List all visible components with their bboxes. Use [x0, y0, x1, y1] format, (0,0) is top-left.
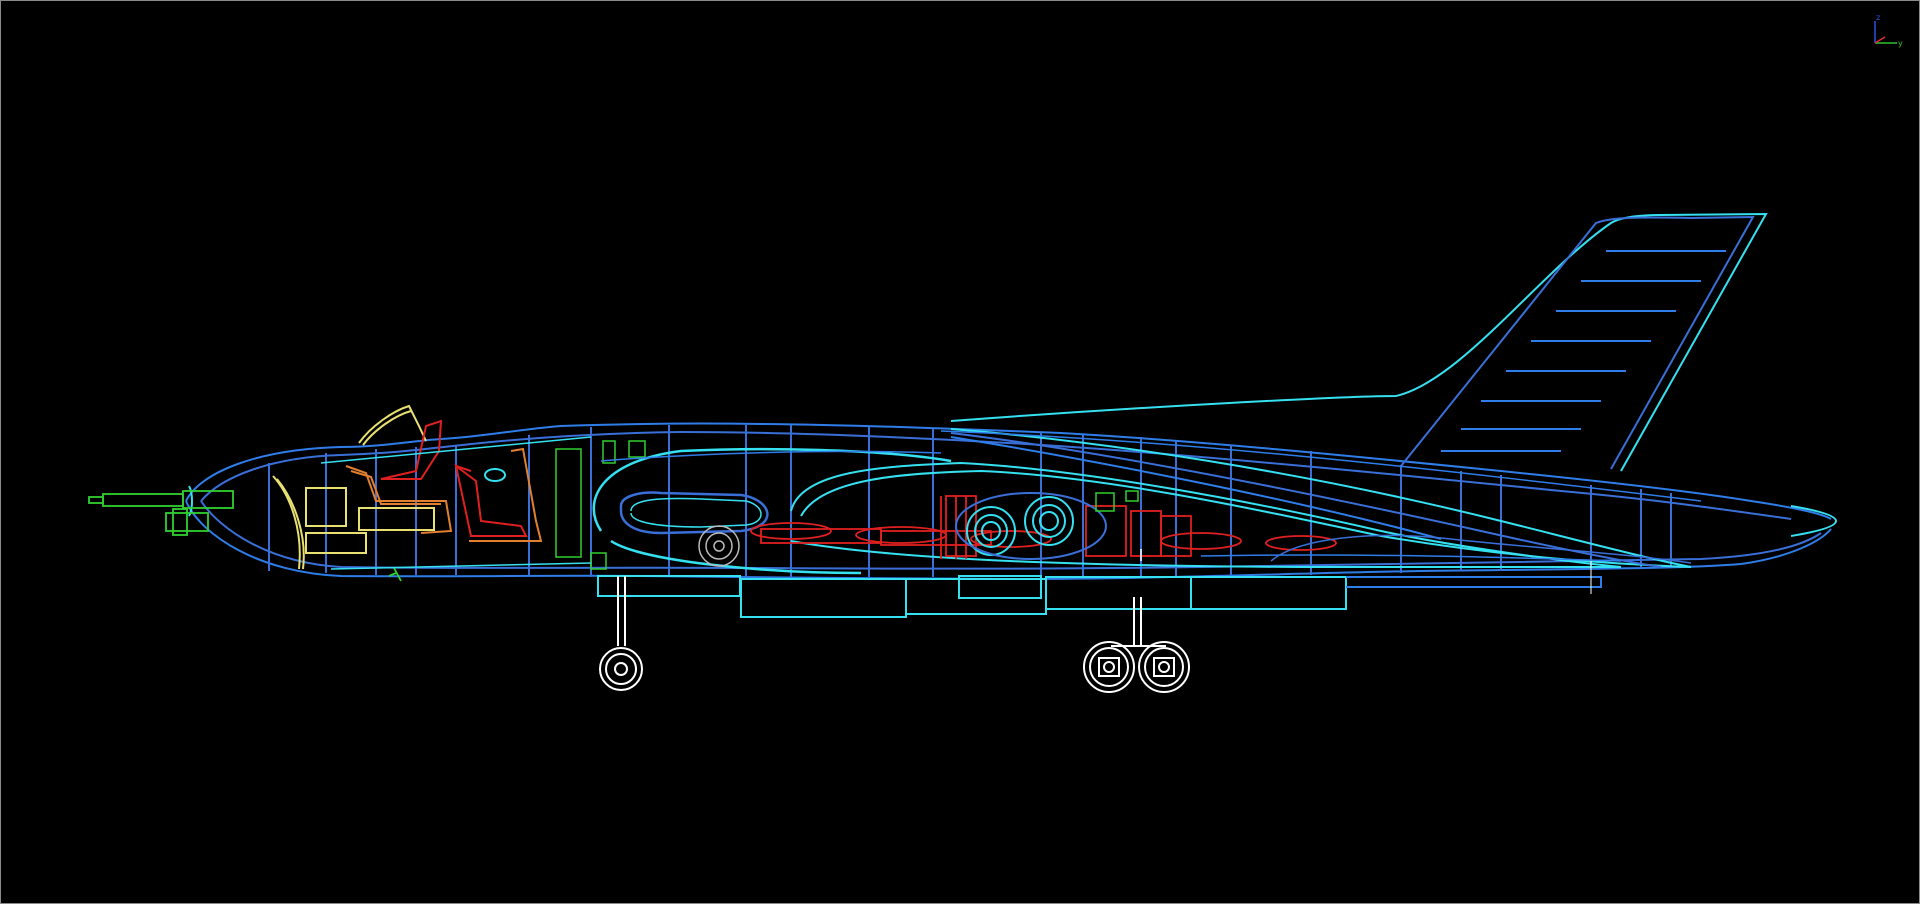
- belly-panels: [597, 561, 1602, 618]
- nose-probe: [88, 490, 402, 582]
- fuselage-upper-line: [185, 422, 1832, 520]
- tail-fin-leading-edge: [950, 212, 1768, 472]
- wing-trailing-line: [790, 540, 1622, 569]
- z-axis-label: z: [1876, 13, 1880, 22]
- tail-fin-ribs: [1441, 250, 1726, 452]
- x-axis-line: [1874, 36, 1886, 44]
- longerons: [320, 430, 1702, 570]
- wing-root-upper-2: [950, 432, 1662, 568]
- avionics-boxes: [555, 440, 1139, 570]
- intake-duct: [592, 447, 952, 575]
- wing-leading-edge: [790, 461, 1622, 568]
- wing-root-upper-3: [950, 436, 1442, 540]
- nose-gear-bay: [698, 525, 740, 567]
- wing-inner-upper: [800, 469, 1692, 568]
- tail-fin-inner: [1400, 215, 1755, 470]
- tail-fin: [950, 212, 1768, 472]
- engine-faces: [955, 492, 1107, 560]
- crew-seats: [345, 419, 543, 542]
- y-axis-label: y: [1898, 39, 1903, 48]
- wing: [790, 428, 1692, 569]
- nose-cone-front: [188, 485, 193, 517]
- nose-cone-tip: [1790, 505, 1838, 537]
- main-landing-gear: [1083, 597, 1190, 693]
- nose-landing-gear: [599, 576, 643, 691]
- wing-root-upper: [950, 428, 1692, 568]
- axis-orientation-gizmo[interactable]: z y: [1871, 13, 1905, 49]
- cockpit-canopy: [272, 404, 435, 570]
